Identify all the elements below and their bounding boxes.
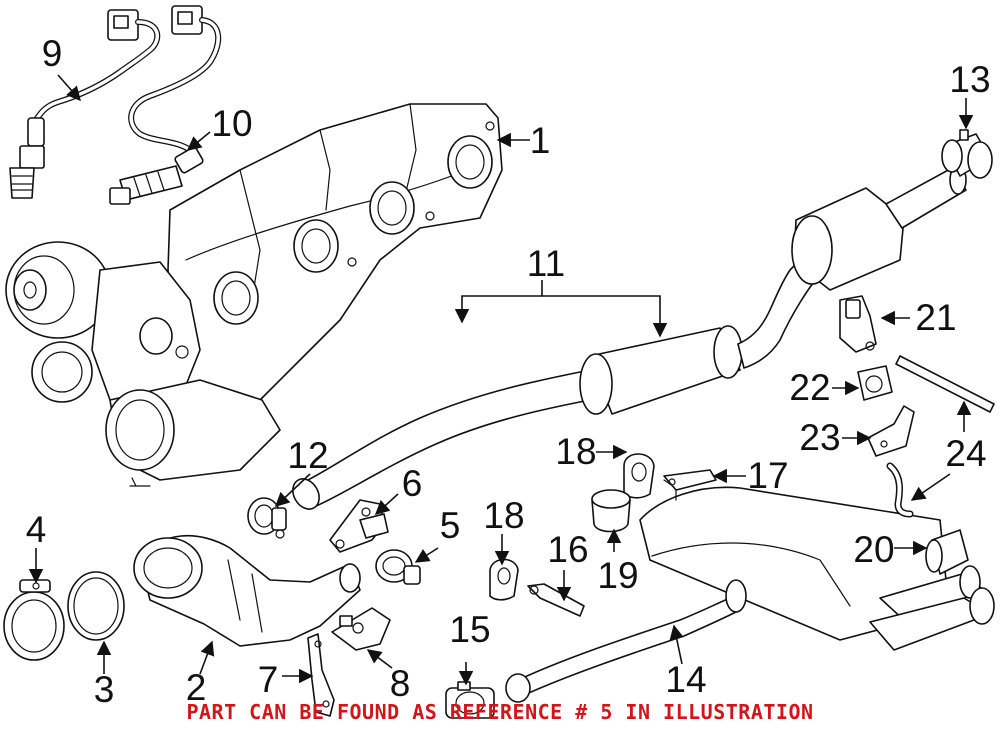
- callout-21: 21: [915, 297, 956, 338]
- bushing-19: [591, 489, 631, 533]
- exhaust-manifold-1: [167, 103, 503, 421]
- callout-16: 16: [547, 529, 588, 570]
- callout-1: 1: [530, 120, 551, 161]
- callout-10: 10: [211, 103, 252, 144]
- bracket-6: [329, 499, 389, 553]
- valve-actuator-21: [839, 295, 877, 353]
- callout-24: 24: [945, 433, 986, 474]
- callout-6: 6: [402, 463, 423, 504]
- oxygen-sensor-9: [9, 9, 161, 199]
- callout-7: 7: [258, 659, 279, 700]
- callout-13: 13: [949, 59, 990, 100]
- clamp-5: [375, 549, 421, 585]
- rubber-mount-18b: [489, 558, 519, 601]
- callout-19: 19: [597, 555, 638, 596]
- callout-8: 8: [390, 663, 411, 704]
- rod-24: [895, 355, 995, 413]
- hanger-bracket-8: [331, 607, 391, 651]
- turbocharger: [5, 241, 281, 487]
- callout-3: 3: [94, 669, 115, 710]
- callout-20: 20: [853, 529, 894, 570]
- callout-23: 23: [799, 417, 840, 458]
- hanger-16: [527, 583, 585, 617]
- callout-labels: 1 2 3 4 5 6 7 8 9 10 11 12 13 14 15 16 1…: [26, 33, 991, 710]
- v-band-clamp-4: [3, 579, 65, 661]
- callout-5: 5: [440, 505, 461, 546]
- leader-lines: [28, 74, 974, 686]
- bracket-7: [307, 633, 335, 717]
- oxygen-sensor-10: [109, 5, 222, 205]
- catalytic-converter-2: [133, 534, 361, 647]
- callout-22: 22: [789, 367, 830, 408]
- tail-tip-20: [925, 529, 969, 575]
- callout-4: 4: [26, 509, 47, 550]
- rear-muffler-14: [505, 479, 995, 703]
- callout-9: 9: [42, 33, 63, 74]
- mount-22: [857, 365, 893, 401]
- exhaust-pipe-11: [292, 165, 967, 510]
- gasket-3: [67, 571, 125, 641]
- callout-2: 2: [186, 667, 207, 708]
- rubber-mount-18a: [623, 453, 655, 499]
- bracket-23: [867, 405, 915, 457]
- bracket-17: [663, 469, 717, 491]
- callout-18b: 18: [483, 495, 524, 536]
- callout-14: 14: [665, 659, 706, 700]
- clamp-12: [247, 497, 287, 539]
- callout-15: 15: [449, 609, 490, 650]
- clamp-15: [445, 681, 495, 719]
- vacuum-hose: [886, 462, 914, 518]
- callout-12: 12: [287, 435, 328, 476]
- reference-note: PART CAN BE FOUND AS REFERENCE # 5 IN IL…: [186, 700, 813, 724]
- clamp-13: [941, 129, 993, 179]
- callout-18a: 18: [555, 431, 596, 472]
- callout-17: 17: [747, 455, 788, 496]
- callout-11: 11: [527, 243, 565, 284]
